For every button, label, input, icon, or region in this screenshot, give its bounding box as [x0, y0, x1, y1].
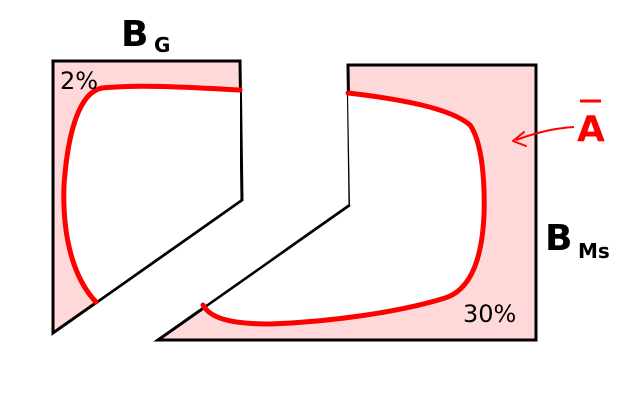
right-inner-region [203, 93, 485, 324]
left-inner-region [63, 86, 240, 303]
right-region-label-sub: Ms [578, 239, 610, 263]
left-region-label: B G [121, 14, 170, 57]
red-curve-left [61, 83, 243, 305]
left-region-label-main: B [121, 14, 148, 55]
red-curve-right [200, 90, 487, 327]
left-region-label-sub: G [154, 33, 170, 57]
right-region-percent: 30% [463, 300, 516, 328]
right-gap-edge [157, 203, 351, 342]
left-gap-edge [52, 198, 243, 335]
left-region-percent: 2% [60, 67, 98, 95]
right-region-label: B Ms [545, 218, 610, 263]
curve-label: A [577, 109, 605, 150]
right-region-label-main: B [545, 218, 572, 259]
arrow-icon [512, 126, 575, 147]
